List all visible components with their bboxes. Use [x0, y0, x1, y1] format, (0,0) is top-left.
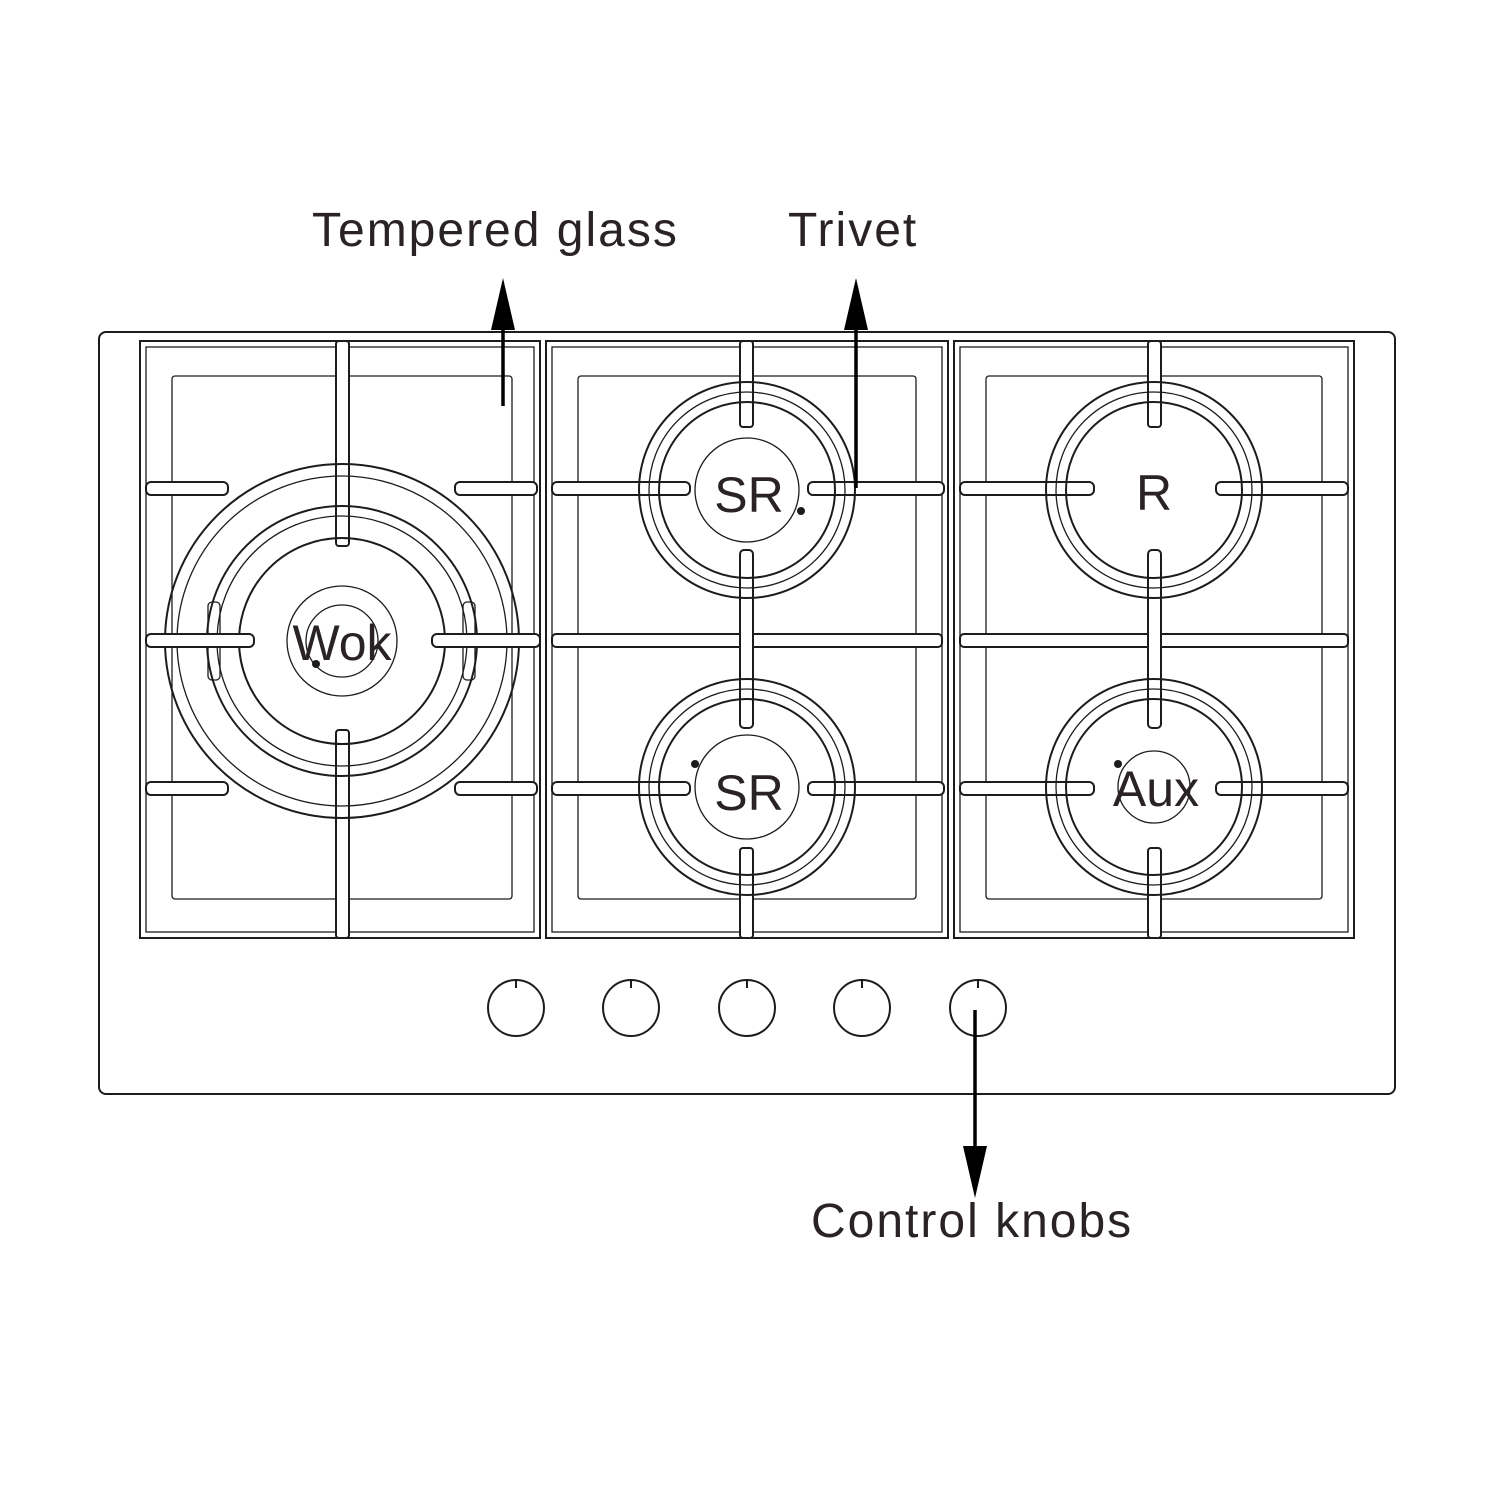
burner-sr-bottom: [638, 678, 856, 896]
burner-label-wok: Wok: [292, 615, 392, 671]
control-knob[interactable]: [833, 979, 891, 1037]
control-knobs-arrow: [963, 1010, 987, 1198]
control-knob[interactable]: [949, 979, 1007, 1037]
callout-control-knobs: Control knobs: [811, 1195, 1133, 1248]
tempered-glass-arrow: [491, 278, 515, 406]
trivet-middle: [545, 340, 949, 939]
control-knob[interactable]: [602, 979, 660, 1037]
burner-aux: [1045, 678, 1263, 896]
burner-label-r: R: [1136, 465, 1172, 521]
trivet-right: [953, 340, 1355, 939]
burner-label-sr-top: SR: [714, 467, 783, 523]
trivet-left: [139, 340, 541, 939]
callout-tempered-glass: Tempered glass: [312, 204, 679, 257]
trivet-arrow: [844, 278, 868, 488]
glass-top-outline: [98, 331, 1396, 1095]
callout-trivet: Trivet: [788, 204, 918, 257]
burner-label-aux: Aux: [1113, 761, 1199, 817]
control-knob[interactable]: [487, 979, 545, 1037]
control-knob[interactable]: [718, 979, 776, 1037]
wok-burner: [145, 463, 541, 819]
burner-r: [1045, 381, 1263, 599]
burner-label-sr-bottom: SR: [714, 765, 783, 821]
control-knobs: [487, 979, 1007, 1037]
burner-sr-top: [638, 381, 856, 599]
